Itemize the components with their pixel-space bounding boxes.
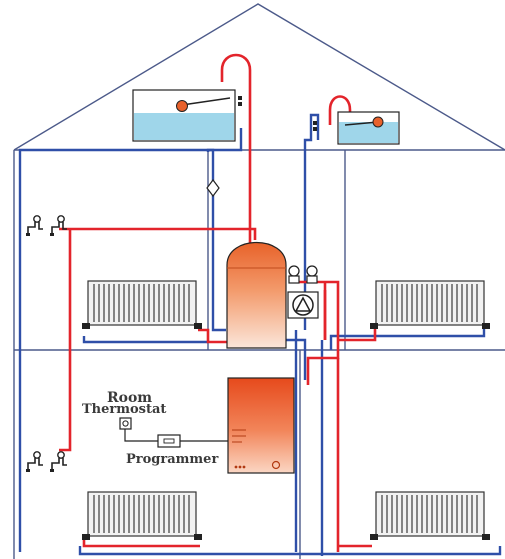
radiator: [369, 491, 491, 541]
pump-icon: [287, 265, 319, 319]
hot-water-cylinder: [226, 242, 287, 349]
ball-float-icon: [176, 100, 188, 112]
radiator: [81, 280, 203, 330]
tap-icon: [49, 450, 68, 473]
label-programmer: Programmer: [126, 452, 218, 467]
boiler: [227, 377, 295, 474]
tap-icon: [25, 450, 44, 473]
ball-float-icon: [372, 116, 384, 128]
cold-pipes: [18, 113, 502, 556]
tap-icon: [49, 215, 68, 237]
cold-water-tank: [132, 89, 242, 142]
label-thermostat: Thermostat: [82, 402, 166, 417]
expansion-tank: [313, 111, 400, 145]
valve-icon: [206, 179, 220, 197]
label-room: Room: [107, 390, 152, 406]
thermostat-icon: [119, 417, 132, 430]
thermostat-wire: [124, 429, 158, 442]
radiator: [81, 491, 203, 541]
programmer-icon: [157, 434, 181, 448]
tap-icon: [25, 215, 44, 237]
radiator: [369, 280, 491, 330]
